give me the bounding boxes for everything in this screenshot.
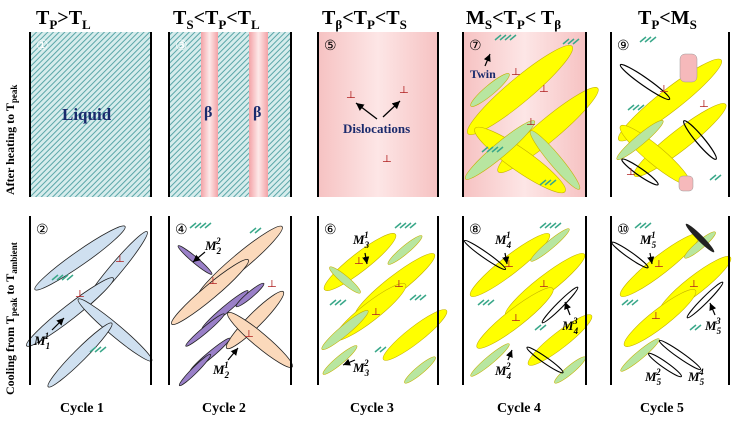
dislocation-symbol: ┴	[346, 90, 355, 104]
dislocations-label: Dislocations	[343, 121, 410, 136]
dislocation-symbol: ┴	[659, 84, 668, 98]
panel-8: ⑧ ┴ ┴ ┴ M41 M43 M42	[462, 216, 593, 385]
header-cycle-4: MS<TP< Tβ	[466, 7, 561, 32]
panel-number: ⑤	[324, 39, 337, 54]
dislocation-symbol: ┴	[511, 67, 520, 81]
dislocation-symbol: ┴	[651, 311, 660, 325]
label-M35: M53	[704, 316, 722, 336]
dislocation-symbol: ┴	[399, 85, 408, 99]
panel-number: ⑨	[617, 39, 630, 54]
dislocation-symbol: ┴	[371, 307, 380, 321]
dislocation-symbol: ┴	[626, 167, 635, 181]
liquid-label: Liquid	[62, 105, 112, 124]
panel-6: ⑥ ┴ ┴ ┴ M31 M32	[317, 216, 448, 385]
dislocation-symbol: ┴	[699, 99, 708, 113]
dislocation-symbol: ┴	[115, 254, 124, 268]
dislocation-symbol: ┴	[208, 276, 217, 290]
label-M13: M31	[352, 230, 370, 250]
label-M24: M42	[494, 361, 512, 381]
header-cycle-5: TP<MS	[638, 7, 697, 32]
dislocation-symbol: ┴	[75, 289, 84, 303]
cycle-label-1: Cycle 1	[60, 401, 104, 416]
header-cycle-1: TP>TL	[36, 7, 91, 32]
panel-2: ② ┴ ┴ M11	[26, 216, 153, 388]
panel-number: ⑥	[324, 223, 337, 238]
cycle-label-4: Cycle 4	[497, 401, 541, 416]
cycle-label-3: Cycle 3	[350, 401, 394, 416]
dislocation-symbol: ┴	[689, 279, 698, 293]
panel-number: ④	[175, 223, 188, 238]
panel-4: ④ ┴ ┴ ┴ M22 M21	[168, 216, 293, 387]
label-M23: M32	[352, 358, 370, 378]
label-M25: M52	[644, 367, 662, 387]
dislocation-symbol: ┴	[354, 256, 363, 270]
cycle-label-2: Cycle 2	[202, 401, 246, 416]
label-M15: M51	[639, 230, 657, 250]
panel-number: ⑧	[469, 223, 482, 238]
label-M12: M21	[212, 360, 230, 380]
panel-3: ③ β β	[168, 32, 292, 197]
dislocation-symbol: ┴	[539, 84, 548, 98]
panel-10: ⑩ ┴ ┴ ┴ M51 M53 M52 M54	[610, 216, 732, 387]
panel-7: ⑦ Twin ┴ ┴ ┴	[462, 32, 599, 197]
cycle-label-5: Cycle 5	[640, 401, 684, 416]
row-label-top: After heating to Tpeak	[3, 85, 19, 195]
label-M14: M41	[494, 230, 512, 250]
dislocation-symbol: ┴	[654, 259, 663, 273]
dislocation-symbol: ┴	[511, 313, 520, 327]
panel-number: ②	[36, 223, 49, 238]
label-M22: M22	[204, 236, 222, 256]
row-label-bottom: Cooling from Tpeak to Tambient	[3, 242, 19, 395]
dislocation-symbol: ┴	[382, 154, 391, 168]
beta-label-1: β	[204, 104, 212, 121]
dislocation-symbol: ┴	[504, 259, 513, 273]
panel-number: ①	[36, 39, 49, 54]
panel-number: ⑩	[617, 223, 630, 238]
dislocation-symbol: ┴	[539, 279, 548, 293]
panel-5: ⑤ ┴ ┴ ┴ Dislocations	[317, 32, 439, 197]
dislocation-symbol: ┴	[267, 279, 276, 293]
label-M34: M43	[561, 316, 579, 336]
header-cycle-3: Tβ<TP<TS	[322, 7, 407, 32]
beta-label-2: β	[253, 104, 261, 121]
dislocation-symbol: ┴	[394, 279, 403, 293]
label-M45: M54	[687, 367, 705, 387]
dislocation-symbol: ┴	[526, 117, 535, 131]
twin-label: Twin	[470, 67, 496, 81]
dislocation-symbol: ┴	[244, 329, 253, 343]
column-headers: TP>TL TS<TP<TL Tβ<TP<TS MS<TP< Tβ TP<MS	[36, 7, 697, 32]
header-cycle-2: TS<TP<TL	[173, 7, 260, 32]
panel-number: ③	[175, 39, 188, 54]
label-M11: M11	[33, 331, 50, 351]
panel-1: ① Liquid	[29, 32, 152, 197]
cycle-labels: Cycle 1 Cycle 2 Cycle 3 Cycle 4 Cycle 5	[60, 401, 684, 416]
panel-number: ⑦	[469, 39, 482, 54]
panel-9: ⑨ ┴ ┴ ┴	[610, 32, 730, 197]
